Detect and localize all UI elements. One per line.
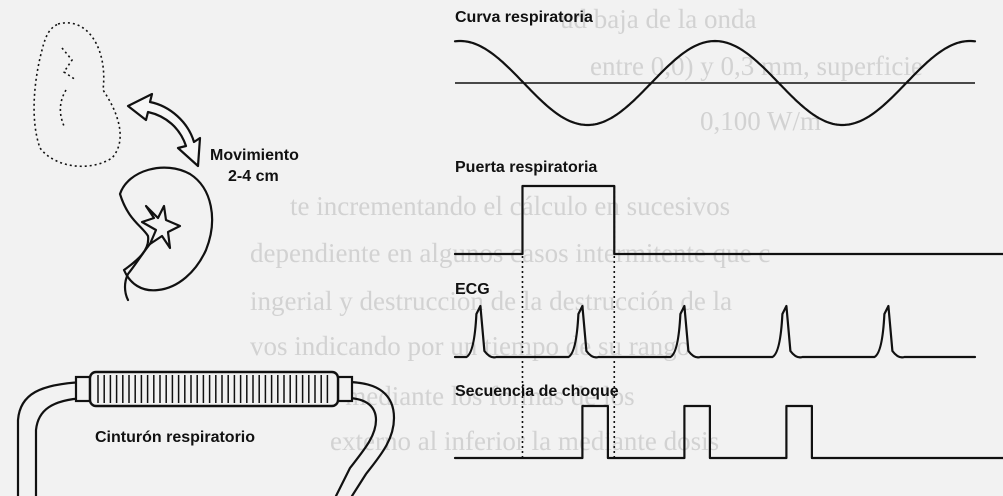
bleed-line: ingerial y destrucción de la destrucción… [250, 286, 732, 316]
shock-sequence-signal [453, 404, 1003, 460]
kidney-outline [118, 166, 214, 292]
ecg-title: ECG [455, 281, 490, 298]
belt-strap-right-inner [334, 396, 378, 496]
belt-label: Cinturón respiratorio [95, 429, 255, 446]
bleed-line: entre 0,0) y 0,3 mm, superficie [590, 51, 923, 81]
ecg-trace [453, 304, 977, 359]
bleed-line: te incrementando el cálculo en sucesivos [290, 191, 730, 221]
renal-pelvis [140, 204, 182, 250]
movement-range-label: 2-4 cm [228, 168, 279, 185]
bleed-line: 0,100 W/m [700, 106, 821, 136]
gate-title: Puerta respiratoria [455, 159, 597, 176]
bleed-line: ud baja de la onda [560, 4, 756, 34]
bellows-ribs [97, 375, 329, 403]
timing-diagram: Curva respiratoria Puerta respiratoria E… [453, 9, 1003, 460]
movement-label: Movimiento [210, 147, 299, 164]
respiratory-gate-signal [453, 184, 1003, 256]
kidney-ghost-outline [33, 22, 121, 168]
kidney-ghost-pelvis [59, 47, 77, 127]
belt-strap-left-inner [34, 396, 86, 496]
sync-dotted-lines [521, 186, 616, 458]
belt-clip-right [336, 375, 354, 403]
belt-strap-right [344, 380, 396, 496]
respiratory-belt: Cinturón respiratorio [16, 370, 396, 496]
shock-title: Secuencia de choque [455, 383, 619, 400]
bleed-line: externo al inferior la mediante dosis [330, 426, 719, 456]
belt-strap-left [16, 380, 86, 496]
kidney-illustration: Movimiento 2-4 cm [33, 22, 299, 302]
respiratory-curve [453, 39, 977, 127]
curve-title: Curva respiratoria [455, 9, 593, 26]
belt-clip-left [74, 375, 92, 403]
motion-arrow-icon [126, 92, 202, 168]
ureter [123, 242, 152, 302]
belt-bellows [88, 370, 340, 408]
